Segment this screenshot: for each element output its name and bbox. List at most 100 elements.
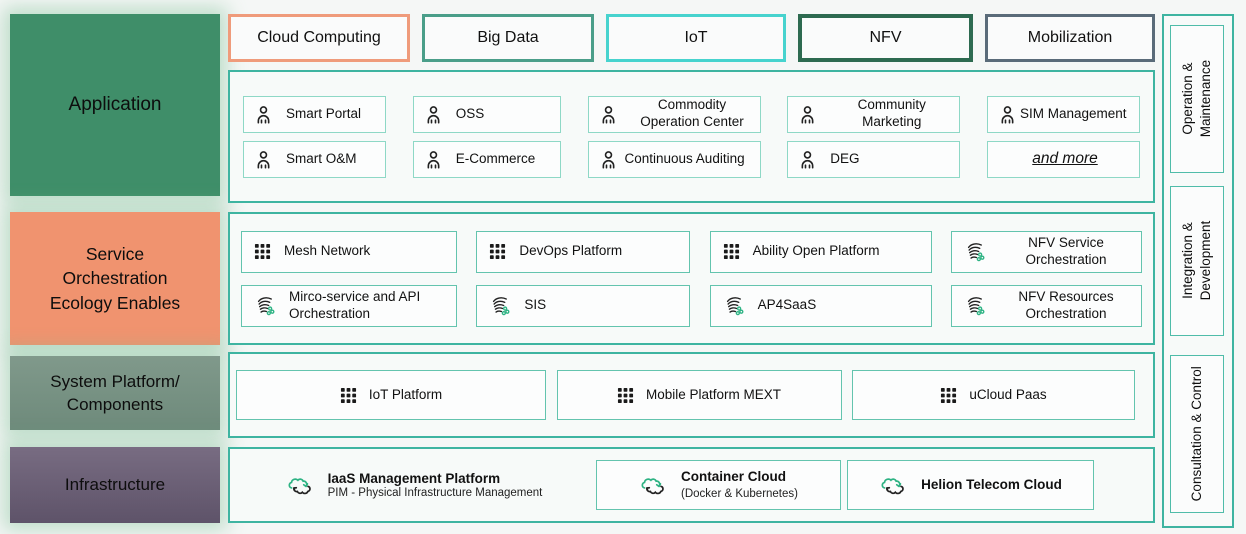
person-icon [997, 104, 1018, 125]
layer-label-text: Application [68, 93, 162, 115]
orchestration-swirl-icon [723, 295, 745, 317]
item-mirco-service-api-orchestration: Mirco-service and API Orchestration [241, 284, 457, 327]
item-subtitle: PIM - Physical Infrastructure Management [327, 487, 543, 499]
item-iot-platform: IoT Platform [236, 370, 546, 420]
item-label: Mirco-service and API Orchestration [289, 288, 421, 321]
item-and-more: and more [987, 140, 1140, 178]
item-label: Ability Open Platform [752, 243, 880, 259]
item-label: Mesh Network [284, 243, 371, 259]
item-nfv-service-orchestration: NFV Service Orchestration [950, 230, 1142, 273]
application-items-panel: Smart Portal OSS Commodity Operation Cen… [228, 70, 1155, 203]
grid-icon [940, 387, 957, 404]
infrastructure-items-panel: IaaS Management Platform PIM - Physical … [228, 447, 1155, 523]
grid-icon [254, 243, 271, 260]
item-label: and more [1032, 150, 1098, 168]
side-panel-text: Operation & Maintenance [1180, 60, 1213, 138]
layer-label-application: Application [10, 14, 220, 196]
grid-icon [617, 387, 634, 404]
item-label: NFV Resources Orchestration [1018, 288, 1114, 321]
item-label: AP4SaaS [757, 297, 817, 313]
item-label: DevOps Platform [519, 243, 623, 259]
item-sis: SIS [476, 284, 691, 327]
layer-label-text: Ecology Enables [49, 292, 181, 313]
layer-label-text: System Platform/ [50, 371, 180, 391]
category-mobilization: Mobilization [985, 14, 1155, 62]
cloud-sync-icon [879, 475, 909, 496]
layer-label-text: Orchestration [62, 268, 168, 289]
item-helion-telecom-cloud: Helion Telecom Cloud [847, 460, 1094, 510]
item-oss: OSS [412, 95, 561, 133]
item-label: E-Commerce [455, 150, 536, 166]
item-subtitle: (Docker & Kubernetes) [681, 487, 798, 500]
item-e-commerce: E-Commerce [412, 140, 561, 178]
item-label: IoT Platform [368, 386, 443, 402]
layer-label-text: Components [66, 395, 164, 414]
side-panel-column: Operation & Maintenance Integration & De… [1162, 14, 1234, 528]
item-label: Mobile Platform MEXT [645, 386, 782, 402]
category-row: Cloud Computing Big Data IoT NFV Mobiliz… [228, 14, 1155, 62]
item-container-cloud: Container Cloud (Docker & Kubernetes) [596, 460, 841, 510]
person-icon [598, 149, 619, 170]
item-continuous-auditing: Continuous Auditing [587, 140, 761, 178]
category-nfv: NFV [798, 14, 973, 62]
item-commodity-operation-center: Commodity Operation Center [587, 95, 761, 133]
side-panel-integration-development: Integration & Development [1170, 186, 1224, 336]
item-label: OSS [455, 105, 485, 121]
item-nfv-resources-orchestration: NFV Resources Orchestration [950, 284, 1142, 327]
cloud-sync-icon [639, 475, 669, 496]
item-mobile-platform-mext: Mobile Platform MEXT [556, 370, 842, 420]
person-icon [598, 104, 619, 125]
item-ap4saas: AP4SaaS [709, 284, 932, 327]
layer-label-infrastructure: Infrastructure [10, 447, 220, 523]
orchestration-swirl-icon [254, 295, 276, 317]
item-label: NFV Service Orchestration [1025, 234, 1107, 267]
item-label: DEG [830, 150, 860, 166]
item-iaas-management-platform: IaaS Management Platform PIM - Physical … [238, 471, 590, 499]
item-ability-open-platform: Ability Open Platform [709, 230, 932, 273]
side-panel-text: Integration & Development [1180, 221, 1214, 301]
orchestration-swirl-icon [489, 295, 511, 317]
layer-label-service-orchestration: Service Orchestration Ecology Enables [10, 212, 220, 345]
item-label: SIS [524, 297, 547, 313]
item-label: uCloud Paas [969, 386, 1047, 402]
grid-icon [723, 243, 740, 260]
item-sim-management: SIM Management [987, 95, 1140, 133]
person-icon [423, 149, 444, 170]
person-icon [423, 104, 444, 125]
system-platform-items-panel: IoT Platform Mobile Platform MEXT uCloud… [228, 352, 1155, 438]
category-iot: IoT [606, 14, 786, 62]
item-smart-om: Smart O&M [243, 140, 386, 178]
layer-label-text: Service [85, 244, 145, 265]
item-title: Helion Telecom Cloud [921, 476, 1062, 492]
item-title: IaaS Management Platform [327, 471, 501, 486]
orchestration-swirl-icon [964, 295, 986, 317]
item-mesh-network: Mesh Network [241, 230, 457, 273]
side-panel-text: Consultation & Control [1189, 366, 1205, 502]
item-devops-platform: DevOps Platform [476, 230, 691, 273]
item-label: Smart O&M [286, 150, 357, 166]
item-deg: DEG [787, 140, 961, 178]
grid-icon [489, 243, 506, 260]
item-label: Commodity Operation Center [640, 97, 744, 129]
item-smart-portal: Smart Portal [243, 95, 386, 133]
side-panel-operation-maintenance: Operation & Maintenance [1170, 25, 1224, 173]
item-label: Smart Portal [286, 105, 362, 121]
grid-icon [340, 387, 357, 404]
item-community-marketing: Community Marketing [787, 95, 961, 133]
category-big-data: Big Data [422, 14, 594, 62]
item-label: Community Marketing [857, 97, 926, 129]
item-label: SIM Management [1020, 105, 1127, 121]
orchestration-swirl-icon [964, 241, 986, 263]
service-orchestration-items-panel: Mesh Network DevOps Platform Ability Ope… [228, 212, 1155, 345]
item-title: Container Cloud [681, 468, 787, 484]
category-cloud-computing: Cloud Computing [228, 14, 410, 62]
layer-label-text: Infrastructure [64, 475, 166, 495]
side-panel-consultation-control: Consultation & Control [1170, 355, 1224, 513]
item-label: Continuous Auditing [624, 150, 745, 166]
cloud-sync-icon [286, 475, 316, 496]
person-icon [797, 149, 818, 170]
person-icon [797, 104, 818, 125]
person-icon [253, 104, 274, 125]
layer-label-system-platform: System Platform/ Components [10, 356, 220, 430]
item-ucloud-paas: uCloud Paas [852, 370, 1135, 420]
